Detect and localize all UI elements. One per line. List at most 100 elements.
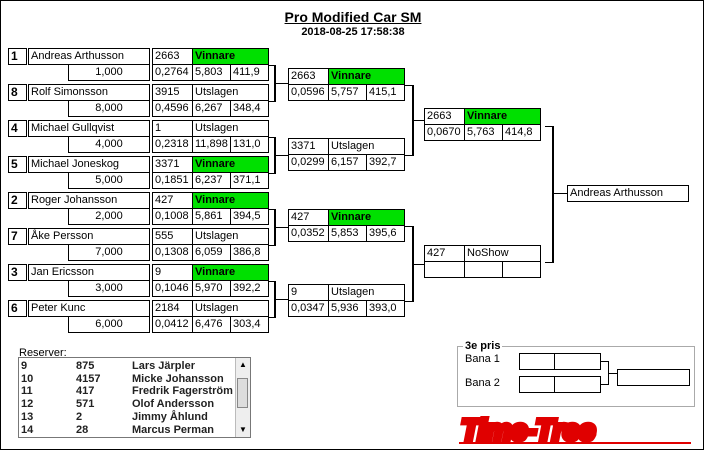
driver-dial[interactable]: 4,000 <box>68 136 150 153</box>
r1-slot-car[interactable]: 2184 <box>152 300 193 317</box>
r2-slot-et[interactable]: 5,853 <box>328 225 367 242</box>
r3-slot-speed[interactable] <box>502 261 541 278</box>
scroll-down-icon[interactable]: ▼ <box>239 425 247 434</box>
driver-name[interactable]: Roger Johansson <box>28 192 150 209</box>
driver-name[interactable]: Jan Ericsson <box>28 264 150 281</box>
r1-slot-result[interactable]: Vinnare <box>192 156 269 173</box>
r1-slot-rt[interactable]: 0,1046 <box>152 280 193 297</box>
r3-slot-et[interactable] <box>464 261 503 278</box>
third-place-winner-cell[interactable] <box>617 369 690 386</box>
driver-dial[interactable]: 3,000 <box>68 280 150 297</box>
reserves-scrollbar[interactable]: ▲ ▼ <box>235 358 250 437</box>
r2-slot-car[interactable]: 427 <box>288 209 329 226</box>
r2-slot-rt[interactable]: 0,0347 <box>288 300 329 317</box>
r3-slot-car[interactable]: 427 <box>424 245 465 262</box>
r2-slot-car[interactable]: 2663 <box>288 68 329 85</box>
r1-slot-speed[interactable]: 386,8 <box>230 244 269 261</box>
r2-slot-result[interactable]: Vinnare <box>328 209 405 226</box>
r1-slot-rt[interactable]: 0,2318 <box>152 136 193 153</box>
r2-slot-rt[interactable]: 0,0596 <box>288 84 329 101</box>
r1-slot-speed[interactable]: 348,4 <box>230 100 269 117</box>
r3-slot-speed[interactable]: 414,8 <box>502 124 541 141</box>
r1-slot-rt[interactable]: 0,2764 <box>152 64 193 81</box>
r2-slot-speed[interactable]: 395,6 <box>366 225 405 242</box>
driver-dial[interactable]: 6,000 <box>68 316 150 333</box>
r1-slot-car[interactable]: 427 <box>152 192 193 209</box>
r2-slot-speed[interactable]: 415,1 <box>366 84 405 101</box>
bracket-line <box>269 281 275 282</box>
r1-slot-result[interactable]: Utslagen <box>192 84 269 101</box>
r1-slot-speed[interactable]: 131,0 <box>230 136 269 153</box>
r3-slot-et[interactable]: 5,763 <box>464 124 503 141</box>
r3-slot-car[interactable]: 2663 <box>424 108 465 125</box>
bracket-line <box>412 85 414 156</box>
driver-dial[interactable]: 1,000 <box>68 64 150 81</box>
r2-slot-car[interactable]: 9 <box>288 284 329 301</box>
bracket-line <box>545 126 553 127</box>
r2-slot-result[interactable]: Vinnare <box>328 68 405 85</box>
r1-slot-result[interactable]: Utslagen <box>192 120 269 137</box>
driver-dial[interactable]: 2,000 <box>68 208 150 225</box>
r1-slot-et[interactable]: 6,476 <box>192 316 231 333</box>
r3-slot-result[interactable]: NoShow <box>464 245 541 262</box>
r1-slot-et[interactable]: 6,237 <box>192 172 231 189</box>
r1-slot-car[interactable]: 2663 <box>152 48 193 65</box>
r1-slot-et[interactable]: 5,803 <box>192 64 231 81</box>
scroll-up-icon[interactable]: ▲ <box>239 360 247 369</box>
r1-slot-result[interactable]: Vinnare <box>192 48 269 65</box>
r1-slot-et[interactable]: 5,861 <box>192 208 231 225</box>
scroll-thumb[interactable] <box>237 378 248 408</box>
r2-slot-et[interactable]: 6,157 <box>328 154 367 171</box>
driver-name[interactable]: Michael Gullqvist <box>28 120 150 137</box>
r2-slot-speed[interactable]: 392,7 <box>366 154 405 171</box>
final-winner[interactable]: Andreas Arthusson <box>567 185 689 202</box>
driver-name[interactable]: Andreas Arthusson <box>28 48 150 65</box>
r1-slot-rt[interactable]: 0,1008 <box>152 208 193 225</box>
r1-slot-speed[interactable]: 394,5 <box>230 208 269 225</box>
r2-slot-et[interactable]: 5,936 <box>328 300 367 317</box>
driver-dial[interactable]: 7,000 <box>68 244 150 261</box>
r3-slot-rt[interactable]: 0,0670 <box>424 124 465 141</box>
r2-slot-rt[interactable]: 0,0299 <box>288 154 329 171</box>
driver-name[interactable]: Michael Joneskog <box>28 156 150 173</box>
r1-slot-car[interactable]: 9 <box>152 264 193 281</box>
r1-slot-et[interactable]: 6,267 <box>192 100 231 117</box>
driver-dial[interactable]: 8,000 <box>68 100 150 117</box>
r2-slot-et[interactable]: 5,757 <box>328 84 367 101</box>
driver-dial[interactable]: 5,000 <box>68 172 150 189</box>
r1-slot-et[interactable]: 11,898 <box>192 136 231 153</box>
lane2-result-cell[interactable] <box>554 376 601 393</box>
r1-slot-car[interactable]: 3371 <box>152 156 193 173</box>
lane1-car-cell[interactable] <box>519 353 555 370</box>
r1-slot-rt[interactable]: 0,0412 <box>152 316 193 333</box>
r1-slot-speed[interactable]: 371,1 <box>230 172 269 189</box>
r2-slot-rt[interactable]: 0,0352 <box>288 225 329 242</box>
driver-name[interactable]: Rolf Simonsson <box>28 84 150 101</box>
lane1-result-cell[interactable] <box>554 353 601 370</box>
r1-slot-et[interactable]: 6,059 <box>192 244 231 261</box>
driver-name[interactable]: Peter Kunc <box>28 300 150 317</box>
r1-slot-result[interactable]: Vinnare <box>192 192 269 209</box>
r3-slot-result[interactable]: Vinnare <box>464 108 541 125</box>
r1-slot-result[interactable]: Vinnare <box>192 264 269 281</box>
r1-slot-speed[interactable]: 303,4 <box>230 316 269 333</box>
lane2-car-cell[interactable] <box>519 376 555 393</box>
r2-slot-result[interactable]: Utslagen <box>328 138 405 155</box>
r1-slot-speed[interactable]: 392,2 <box>230 280 269 297</box>
driver-name[interactable]: Åke Persson <box>28 228 150 245</box>
r2-slot-car[interactable]: 3371 <box>288 138 329 155</box>
r1-slot-et[interactable]: 5,970 <box>192 280 231 297</box>
r1-slot-car[interactable]: 555 <box>152 228 193 245</box>
r1-slot-rt[interactable]: 0,4596 <box>152 100 193 117</box>
r2-slot-speed[interactable]: 393,0 <box>366 300 405 317</box>
r1-slot-rt[interactable]: 0,1851 <box>152 172 193 189</box>
r1-slot-result[interactable]: Utslagen <box>192 228 269 245</box>
r2-slot-result[interactable]: Utslagen <box>328 284 405 301</box>
r1-slot-car[interactable]: 3915 <box>152 84 193 101</box>
r1-slot-car[interactable]: 1 <box>152 120 193 137</box>
r1-slot-result[interactable]: Utslagen <box>192 300 269 317</box>
r3-slot-rt[interactable] <box>424 261 465 278</box>
r1-slot-speed[interactable]: 411,9 <box>230 64 269 81</box>
r1-slot-rt[interactable]: 0,1308 <box>152 244 193 261</box>
